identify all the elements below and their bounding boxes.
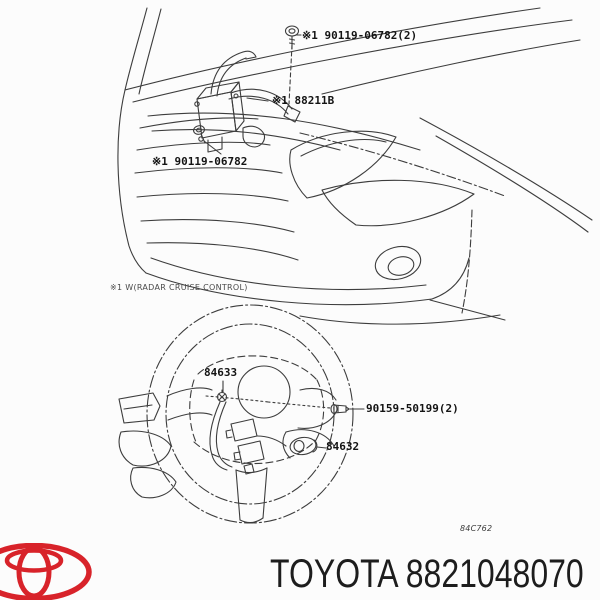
column-stalk — [118, 392, 177, 499]
spiral-cable-assembly — [209, 401, 287, 475]
diagram-artwork — [117, 7, 593, 524]
footer-title: TOYOTA 8821048070 — [270, 552, 584, 596]
part-label-spiral-cable: 84633 — [204, 366, 238, 379]
part-label-radar-sensor: ※1 88211B — [272, 94, 335, 107]
diagram-footnote: ※1 W(RADAR CRUISE CONTROL) — [110, 283, 248, 292]
screw-icon — [330, 403, 350, 415]
bolt-icon-spoke — [216, 389, 228, 403]
car-front-outline — [117, 7, 593, 325]
part-label-bolt-lower: ※1 90119-06782 — [152, 155, 248, 168]
part-label-bolt-upper: ※1 90119-06782(2) — [302, 29, 418, 42]
leader-lines-bottom — [205, 380, 365, 449]
leader-lines-top — [203, 34, 302, 155]
figure-code: 84C762 — [460, 524, 493, 533]
radar-sensor-assembly — [194, 44, 301, 153]
switch-part — [289, 436, 318, 456]
part-label-screw: 90159-50199(2) — [366, 402, 459, 415]
grille-slats — [134, 117, 299, 261]
steering-wheel-outline — [118, 304, 354, 524]
headlight-shape — [289, 130, 475, 227]
part-label-switch: 84632 — [326, 440, 360, 453]
fog-lamp — [374, 245, 422, 281]
bolt-icon-upper — [284, 25, 300, 50]
toyota-logo-icon — [0, 543, 92, 600]
